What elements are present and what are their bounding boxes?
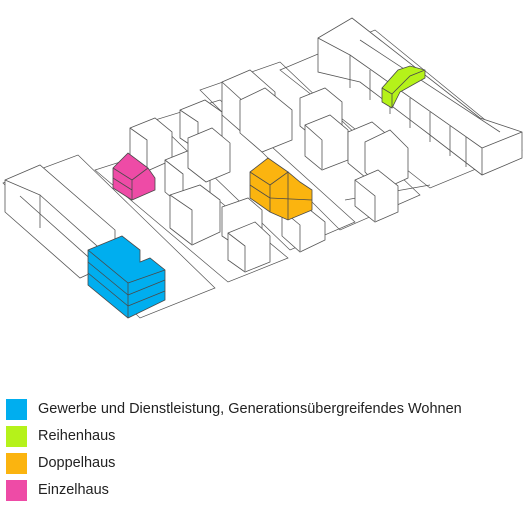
- building-house-c2: [187, 127, 231, 183]
- legend-swatch-gewerbe: [6, 399, 27, 420]
- isometric-site-diagram: [2, 17, 523, 319]
- legend-label-reihenhaus: Reihenhaus: [38, 428, 116, 444]
- building-reihenhaus: [381, 65, 426, 109]
- building-doppelhaus: [249, 157, 313, 221]
- legend-label-gewerbe: Gewerbe und Dienstleistung, Generationsü…: [38, 401, 462, 417]
- legend-swatch-einzelhaus: [6, 480, 27, 501]
- building-house-w3: [169, 184, 221, 246]
- legend-label-doppelhaus: Doppelhaus: [38, 455, 116, 471]
- building-house-w5: [227, 221, 271, 273]
- building-house-e5: [354, 169, 399, 223]
- building-einzelhaus: [112, 152, 156, 201]
- building-gewerbe: [87, 235, 166, 319]
- building-house-c4: [239, 87, 293, 153]
- existing-buildings: [4, 17, 523, 279]
- legend-swatch-reihenhaus: [6, 426, 27, 447]
- highlighted-buildings: [87, 65, 426, 319]
- legend-swatch-doppelhaus: [6, 453, 27, 474]
- legend-label-einzelhaus: Einzelhaus: [38, 482, 109, 498]
